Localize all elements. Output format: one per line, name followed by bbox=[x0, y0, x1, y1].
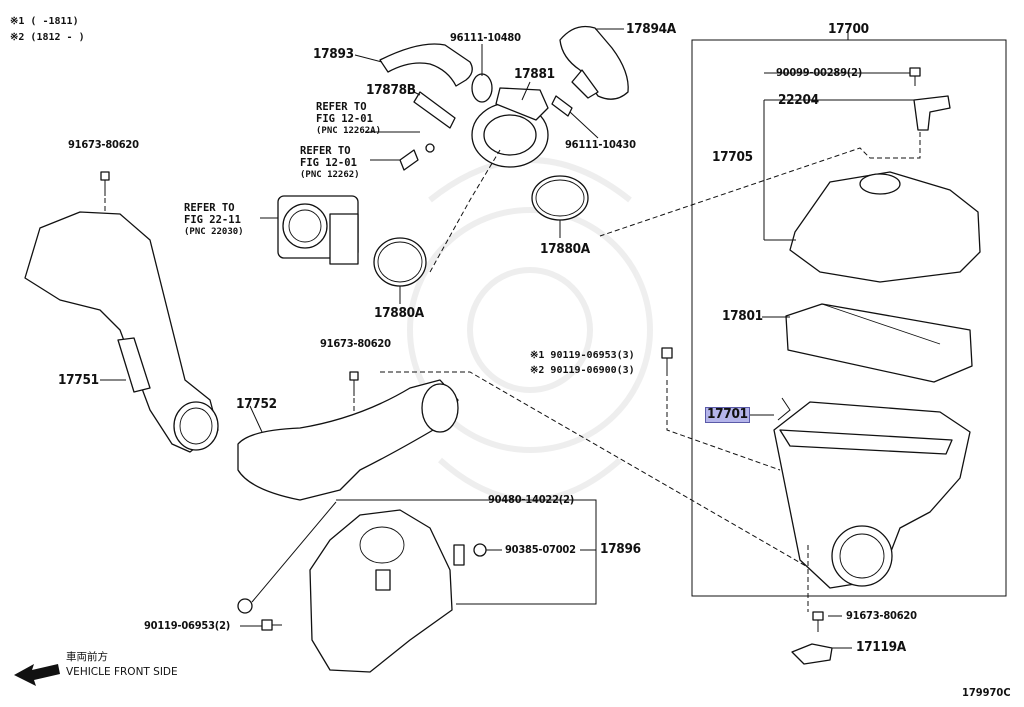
hose-17878B bbox=[413, 91, 456, 129]
part-label-96111-10430[interactable]: 96111-10430 bbox=[565, 138, 636, 151]
screw-90099-00289 bbox=[909, 67, 921, 86]
part-label-91673-80620-upper[interactable]: 91673-80620 bbox=[68, 138, 139, 151]
part-label-17751[interactable]: 17751 bbox=[58, 372, 99, 388]
clip-17119A bbox=[791, 643, 833, 665]
air-filter-17801 bbox=[785, 303, 973, 383]
assembly-box-17700 bbox=[691, 39, 1007, 597]
part-label-17119A[interactable]: 17119A bbox=[856, 639, 906, 655]
front-side-en: VEHICLE FRONT SIDE bbox=[66, 666, 178, 678]
grommet-90385-07002 bbox=[473, 543, 487, 557]
air-tube-17881 bbox=[471, 87, 549, 168]
watermark-emblem bbox=[407, 157, 653, 503]
ref-pnc: (PNC 12262A) bbox=[316, 125, 382, 136]
bolt-90119-06953-06900 bbox=[661, 347, 673, 376]
part-label-90119-06953-note1[interactable]: ※1 90119-06953(3) bbox=[530, 350, 635, 361]
resonator-17896 bbox=[309, 509, 453, 673]
throttle-body bbox=[277, 195, 359, 265]
part-label-17701-highlighted[interactable]: 17701 bbox=[705, 406, 750, 423]
part-label-17896[interactable]: 17896 bbox=[600, 541, 641, 557]
part-label-17705[interactable]: 17705 bbox=[712, 149, 753, 165]
clamp-96111-10430 bbox=[551, 95, 573, 117]
part-label-17801[interactable]: 17801 bbox=[722, 308, 763, 324]
hose-17893 bbox=[379, 43, 473, 87]
arrow-left-icon bbox=[14, 664, 60, 686]
ref-pnc: (PNC 12262) bbox=[300, 169, 360, 180]
bolt-90119-06953-lower bbox=[261, 619, 282, 631]
ref-pnc: (PNC 22030) bbox=[184, 226, 244, 237]
part-label-91673-80620-middle[interactable]: 91673-80620 bbox=[320, 337, 391, 350]
figure-id: 179970C bbox=[962, 686, 1011, 699]
note-1: ※1 ( -1811) bbox=[10, 16, 79, 27]
part-label-90480-14022[interactable]: 90480-14022(2) bbox=[488, 493, 575, 506]
part-label-17752[interactable]: 17752 bbox=[236, 396, 277, 412]
part-label-17880A-upper[interactable]: 17880A bbox=[540, 241, 590, 257]
bolt-91673-80620-upper bbox=[100, 171, 110, 196]
air-cleaner-case-17701 bbox=[773, 397, 971, 589]
part-label-17894A[interactable]: 17894A bbox=[626, 21, 676, 37]
front-side-jp: 車両前方 bbox=[66, 651, 108, 663]
ref-line-2: FIG 22-11 bbox=[184, 214, 241, 227]
refer-to-fig-12-01-b[interactable]: REFER TO FIG 12-01 (PNC 12262) bbox=[300, 145, 360, 180]
part-label-17881[interactable]: 17881 bbox=[514, 66, 555, 82]
note-2: ※2 (1812 - ) bbox=[10, 32, 85, 43]
part-label-17878B[interactable]: 17878B bbox=[366, 82, 416, 98]
ref-line-2: FIG 12-01 bbox=[316, 113, 373, 126]
part-label-22204[interactable]: 22204 bbox=[778, 92, 819, 108]
part-label-17893[interactable]: 17893 bbox=[313, 46, 354, 62]
ref-line-1: REFER TO bbox=[316, 101, 367, 113]
clamp-96111-10480 bbox=[471, 73, 493, 103]
hose-17894A bbox=[559, 25, 629, 100]
clamp-17880A-lower bbox=[373, 237, 427, 287]
part-label-90385-07002[interactable]: 90385-07002 bbox=[505, 543, 576, 556]
part-label-96111-10480[interactable]: 96111-10480 bbox=[450, 31, 521, 44]
part-label-17700[interactable]: 17700 bbox=[828, 21, 869, 37]
grommet-90119-06953 bbox=[237, 598, 253, 614]
ref-line-1: REFER TO bbox=[184, 202, 235, 214]
clamp-17880A-upper bbox=[531, 175, 589, 221]
air-cleaner-cap-17705 bbox=[789, 171, 981, 283]
refer-to-fig-12-01-a[interactable]: REFER TO FIG 12-01 (PNC 12262A) bbox=[316, 101, 381, 136]
bolt-91673-80620-middle bbox=[349, 371, 359, 396]
refer-to-fig-22-11[interactable]: REFER TO FIG 22-11 (PNC 22030) bbox=[184, 202, 244, 237]
part-label-90119-06953-2[interactable]: 90119-06953(2) bbox=[144, 619, 231, 632]
sensor-22204 bbox=[913, 95, 951, 131]
part-label-90099-00289[interactable]: 90099-00289(2) bbox=[776, 66, 863, 79]
ref-line-1: REFER TO bbox=[300, 145, 351, 157]
ref-line-2: FIG 12-01 bbox=[300, 157, 357, 170]
part-label-91673-80620-lower[interactable]: 91673-80620 bbox=[846, 609, 917, 622]
bolt-91673-80620-lower bbox=[812, 611, 824, 632]
part-label-17880A-lower[interactable]: 17880A bbox=[374, 305, 424, 321]
part-label-90119-06900-note2[interactable]: ※2 90119-06900(3) bbox=[530, 365, 635, 376]
